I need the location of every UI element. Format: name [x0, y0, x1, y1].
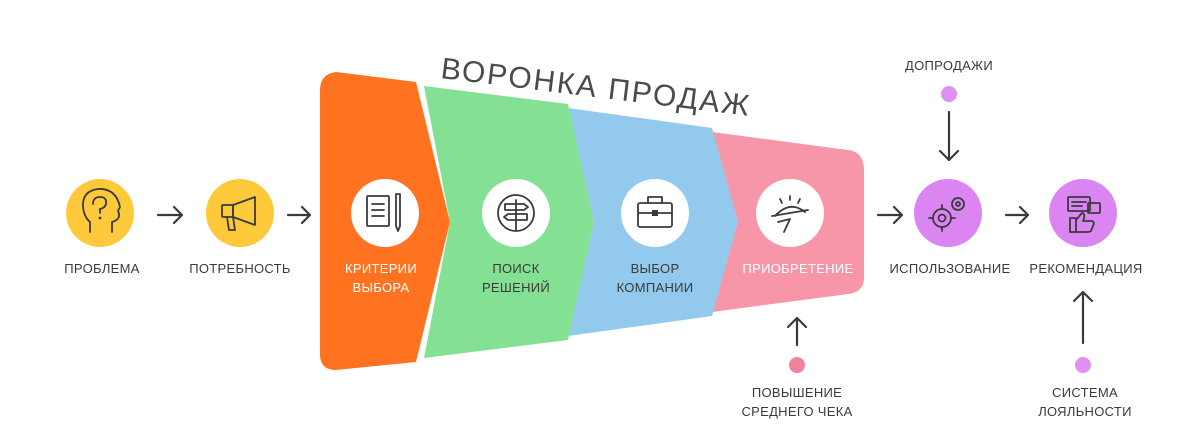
- avg-check-dot: [789, 357, 805, 373]
- signpost-icon: [482, 179, 550, 247]
- arrow-right-3: [876, 205, 904, 225]
- search-label-line1: ПОИСК: [492, 261, 539, 276]
- company-label-line1: ВЫБОР: [631, 261, 680, 276]
- loyalty-label-line1: СИСТЕМА: [1052, 385, 1118, 400]
- loyalty-dot: [1075, 357, 1091, 373]
- recommend-label: РЕКОМЕНДАЦИЯ: [1029, 261, 1142, 276]
- briefcase-icon: [621, 179, 689, 247]
- avg-check-label-line2: СРЕДНЕГО ЧЕКА: [741, 404, 852, 419]
- arrow-down-upsell: [938, 110, 960, 162]
- need-label: ПОТРЕБНОСТЬ: [189, 261, 291, 276]
- gears-icon: [914, 179, 982, 247]
- thumbs-up-chat-icon: [1049, 179, 1117, 247]
- purchase-label: ПРИОБРЕТЕНИЕ: [743, 261, 854, 276]
- arrow-right-2: [286, 205, 312, 225]
- megaphone-icon: [206, 179, 274, 247]
- upsell-dot: [941, 86, 957, 102]
- checklist-pencil-icon: [351, 179, 419, 247]
- serving-tray-icon: [756, 179, 824, 247]
- problem-label: ПРОБЛЕМА: [64, 261, 140, 276]
- arrow-up-loyalty: [1072, 290, 1094, 345]
- company-label-line2: КОМПАНИИ: [617, 280, 694, 295]
- arrow-up-avg-check: [786, 316, 808, 347]
- arrow-right-1: [156, 205, 184, 225]
- search-label-line2: РЕШЕНИЙ: [482, 280, 550, 295]
- criteria-label-line1: КРИТЕРИИ: [345, 261, 417, 276]
- avg-check-label-line1: ПОВЫШЕНИЕ: [752, 385, 842, 400]
- upsell-label: ДОПРОДАЖИ: [905, 58, 993, 73]
- loyalty-label-line2: ЛОЯЛЬНОСТИ: [1038, 404, 1132, 419]
- criteria-label-line2: ВЫБОРА: [353, 280, 410, 295]
- head-question-icon: [66, 179, 134, 247]
- usage-label: ИСПОЛЬЗОВАНИЕ: [890, 261, 1011, 276]
- arrow-right-4: [1004, 205, 1030, 225]
